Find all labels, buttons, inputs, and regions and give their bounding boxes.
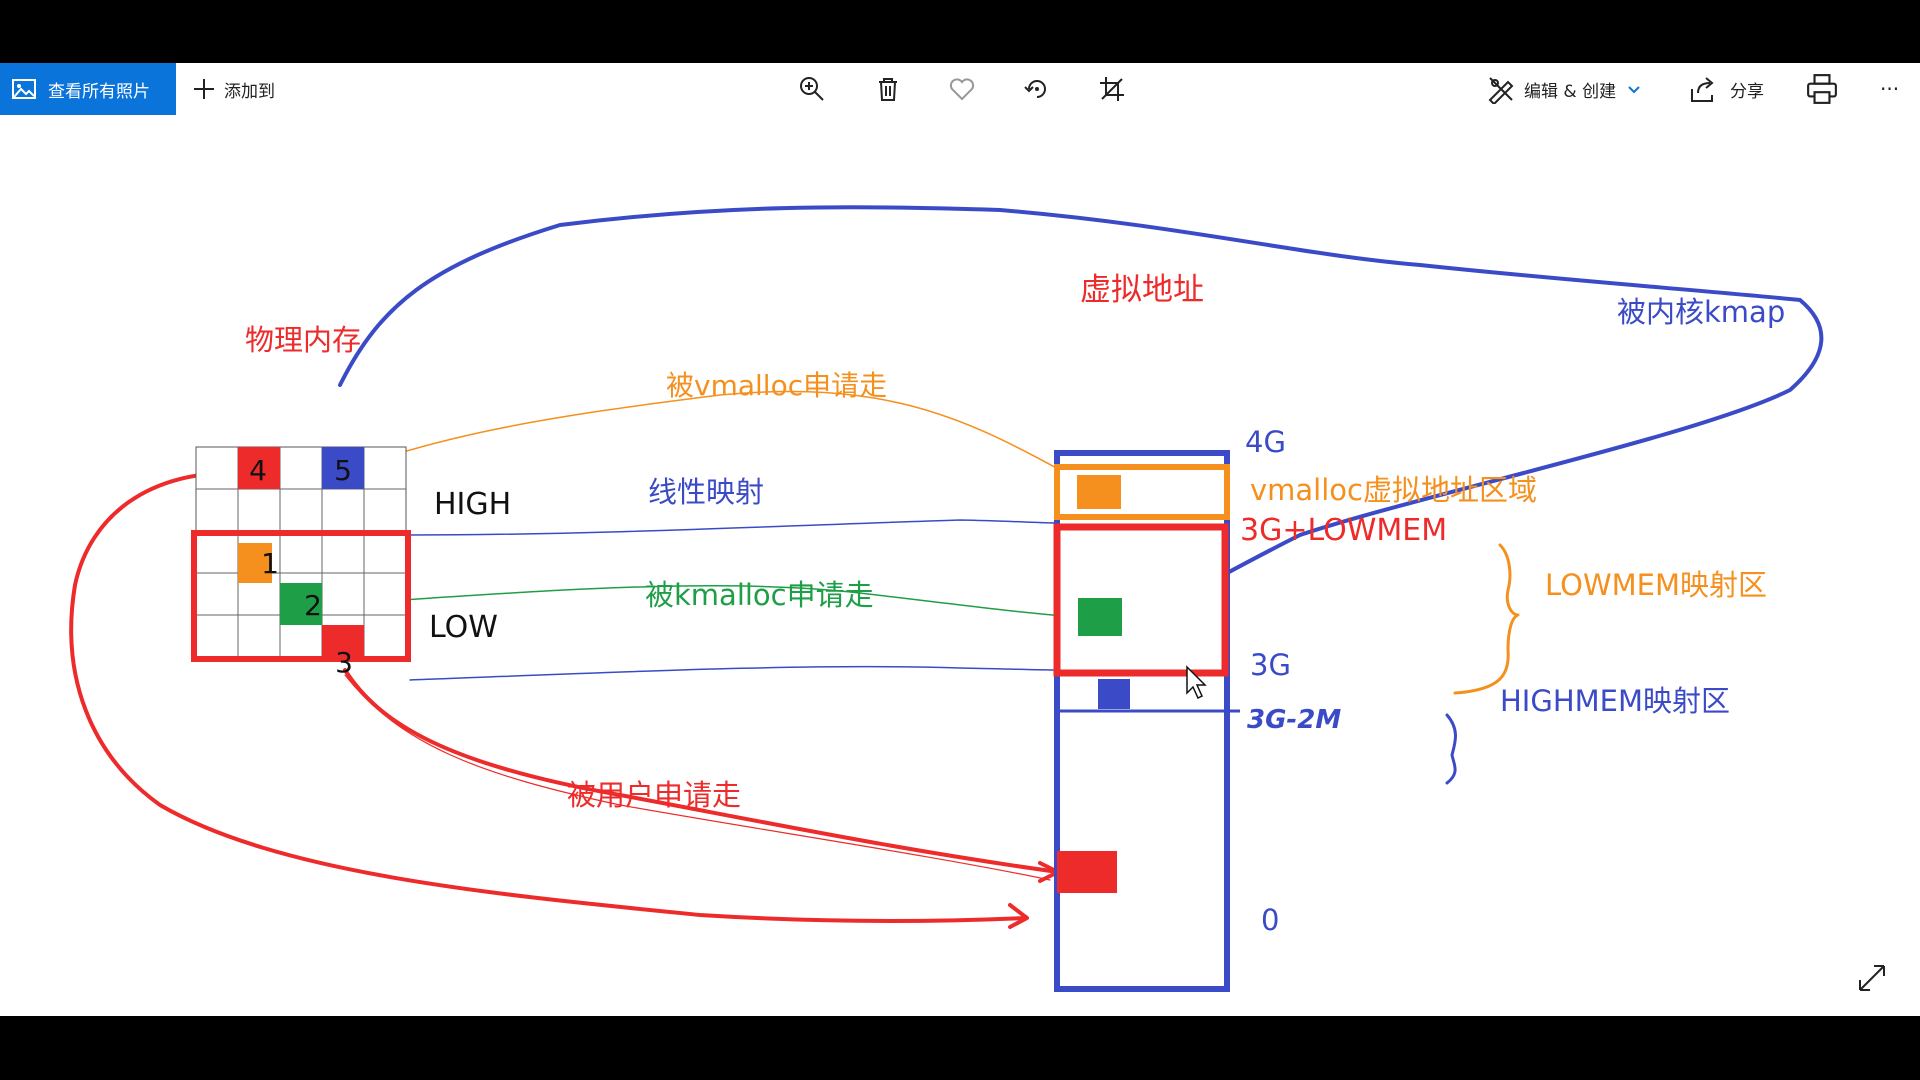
view-all-photos-button[interactable]: 查看所有照片: [0, 63, 176, 115]
mouse-cursor: [1186, 665, 1207, 700]
kmap-label: 被内核kmap: [1617, 295, 1785, 329]
gallery-icon: [12, 79, 36, 99]
page-number-4: 4: [249, 454, 267, 487]
physical-memory-grid: 4 5 1 2 3: [191, 446, 411, 679]
kmap-page: [1098, 679, 1130, 709]
user-taken-label: 被用户申请走: [567, 778, 741, 812]
high-label: HIGH: [434, 487, 511, 522]
virtual-address-space: [1053, 450, 1240, 992]
kmalloc-taken-label: 被kmalloc申请走: [645, 578, 874, 612]
lowmem-bracket: [1453, 543, 1520, 695]
virtual-space-box: [1054, 450, 1230, 992]
kmap-arrow: [338, 205, 1824, 617]
edit-create-icon: [1488, 77, 1514, 104]
addr-4g-label: 4G: [1245, 425, 1286, 459]
user-page: [1057, 851, 1117, 893]
edit-create-label: 编辑 & 创建: [1524, 81, 1617, 102]
kmalloc-page: [1078, 598, 1122, 636]
page-number-2: 2: [304, 589, 322, 622]
favorite-button[interactable]: [948, 63, 976, 115]
low-label: LOW: [429, 610, 498, 645]
print-button[interactable]: [1806, 63, 1838, 115]
expand-icon[interactable]: [1854, 960, 1890, 996]
chevron-down-icon: [1628, 86, 1640, 94]
highmem-bracket: [1445, 713, 1457, 785]
vmalloc-area-label: vmalloc虚拟地址区域: [1250, 473, 1537, 507]
more-button[interactable]: ···: [1880, 63, 1899, 115]
addr-3g-2m-label: 3G-2M: [1247, 705, 1341, 735]
linear-map-label: 线性映射: [648, 475, 764, 509]
physical-memory-label: 物理内存: [245, 323, 361, 357]
vmalloc-arrow: [299, 390, 1061, 491]
zoom-in-icon: [800, 77, 824, 101]
addr-3g-label: 3G: [1250, 648, 1291, 682]
trash-icon: [879, 78, 897, 101]
page-number-3: 3: [335, 646, 353, 679]
view-all-photos-label: 查看所有照片: [48, 81, 150, 102]
bottom-black-bar: [0, 1016, 1920, 1080]
zoom-button[interactable]: [798, 63, 826, 115]
share-label: 分享: [1730, 81, 1764, 102]
kmalloc-arrow: [317, 585, 1079, 618]
add-to-button[interactable]: 添加到: [192, 63, 275, 115]
page-cell-4: [238, 447, 280, 489]
more-label: ···: [1880, 77, 1900, 101]
page-cell-3: [322, 625, 364, 657]
crop-icon: [1100, 77, 1124, 101]
add-to-label: 添加到: [224, 81, 275, 102]
lowmem-area-box: [1053, 523, 1229, 677]
addr-0-label: 0: [1261, 903, 1279, 937]
page-number-1: 1: [261, 547, 279, 580]
photo-canvas: 4 5 1 2 3 物理内存: [0, 115, 1920, 1016]
highmem-area-label: HIGHMEM映射区: [1500, 684, 1730, 718]
virtual-address-label: 虚拟地址: [1080, 272, 1204, 308]
share-button[interactable]: 分享: [1688, 63, 1764, 115]
print-icon: [1807, 74, 1837, 104]
user-alloc-arrow-2: [69, 470, 1027, 924]
lowmem-area-label: LOWMEM映射区: [1545, 568, 1767, 602]
linear-map-bottom-line: [409, 665, 1059, 681]
crop-button[interactable]: [1098, 63, 1126, 115]
page-cell-1: [238, 543, 272, 583]
vmalloc-page: [1077, 475, 1121, 509]
plus-icon: [194, 79, 214, 99]
addr-3g-lowmem-label: 3G+LOWMEM: [1240, 513, 1447, 548]
rotate-icon: [1024, 80, 1046, 98]
heart-icon: [949, 78, 975, 101]
page-cell-5: [322, 447, 364, 489]
vmalloc-area-box: [1054, 464, 1230, 520]
user-alloc-arrow-1: [343, 668, 1060, 874]
share-icon: [1691, 77, 1714, 102]
photo-viewer: 查看所有照片 添加到: [0, 63, 1920, 1016]
delete-button[interactable]: [874, 63, 902, 115]
edit-create-button[interactable]: 编辑 & 创建: [1486, 63, 1642, 115]
memory-diagram: 4 5 1 2 3 物理内存: [69, 205, 1824, 992]
toolbar: 查看所有照片 添加到: [0, 63, 1920, 115]
rotate-button[interactable]: [1023, 63, 1051, 115]
page-number-5: 5: [334, 454, 352, 487]
linear-map-top-line: [409, 519, 1059, 536]
low-memory-box: [191, 530, 411, 662]
page-cell-2: [280, 583, 322, 625]
vmalloc-taken-label: 被vmalloc申请走: [666, 369, 887, 402]
